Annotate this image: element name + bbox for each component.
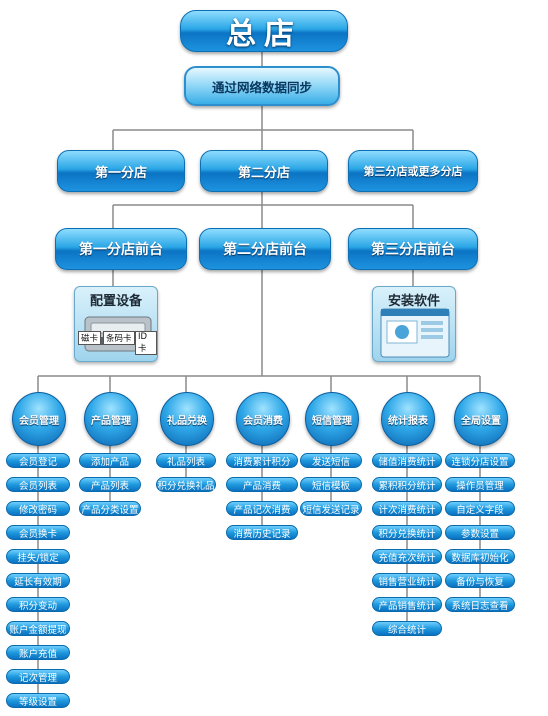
- module-item: 短信发送记录: [300, 501, 362, 516]
- module-item: 数据库初始化: [445, 549, 515, 564]
- branch-3-box: 第三分店或更多分店: [348, 150, 478, 192]
- network-sync-box: 通过网络数据同步: [184, 66, 340, 106]
- module-item: 操作员管理: [445, 477, 515, 492]
- module-item: 消费历史记录: [226, 525, 298, 540]
- front-3-label: 第三分店前台: [371, 242, 455, 258]
- module-circle: 短信管理: [305, 392, 359, 446]
- front-2-box: 第二分店前台: [199, 228, 331, 270]
- module-circle: 统计报表: [381, 392, 435, 446]
- branch-2-box: 第二分店: [200, 150, 328, 192]
- module-item: 积分变动: [6, 597, 70, 612]
- install-software-title: 安装软件: [387, 294, 440, 309]
- module-item: 消费累计积分: [226, 453, 298, 468]
- software-window-icon: [380, 308, 450, 358]
- config-device-title: 配置设备: [89, 294, 142, 309]
- module-circle: 会员管理: [12, 392, 66, 446]
- module-item: 等级设置: [6, 693, 70, 708]
- module-label: 短信管理: [312, 415, 352, 427]
- module-item: 修改密码: [6, 501, 70, 516]
- module-circle: 会员消费: [236, 392, 290, 446]
- module-item: 账户充值: [6, 645, 70, 660]
- module-item: 产品消费: [226, 477, 298, 492]
- front-1-label: 第一分店前台: [79, 242, 163, 258]
- module-item: 参数设置: [445, 525, 515, 540]
- module-label: 统计报表: [388, 415, 428, 427]
- head-office-title: 总店: [226, 17, 302, 52]
- module-item: 计次消费统计: [372, 501, 442, 516]
- module-item: 累积积分统计: [372, 477, 442, 492]
- module-item: 账户金额提现: [6, 621, 70, 636]
- config-device-panel: 配置设备 磁卡 条码卡 ID卡: [74, 286, 158, 362]
- module-item: 积分兑换礼品: [156, 477, 216, 492]
- install-software-panel: 安装软件: [372, 286, 456, 362]
- module-label: 全局设置: [461, 415, 501, 427]
- module-item: 添加产品: [79, 453, 141, 468]
- branch-1-box: 第一分店: [57, 150, 185, 192]
- module-item: 会员换卡: [6, 525, 70, 540]
- module-item: 储值消费统计: [372, 453, 442, 468]
- module-item: 挂失/锁定: [6, 549, 70, 564]
- module-item: 会员登记: [6, 453, 70, 468]
- module-item: 综合统计: [372, 621, 442, 636]
- module-item: 短信模板: [300, 477, 362, 492]
- module-circle: 礼品兑换: [160, 392, 214, 446]
- network-sync-label: 通过网络数据同步: [211, 79, 312, 95]
- module-label: 礼品兑换: [167, 415, 207, 427]
- branch-3-label: 第三分店或更多分店: [363, 165, 463, 178]
- module-item: 充值充次统计: [372, 549, 442, 564]
- module-item: 产品列表: [79, 477, 141, 492]
- module-circle: 全局设置: [454, 392, 508, 446]
- module-item: 积分兑换统计: [372, 525, 442, 540]
- module-item: 连锁分店设置: [445, 453, 515, 468]
- module-item: 系统日志查看: [445, 597, 515, 612]
- module-item: 产品记次消费: [226, 501, 298, 516]
- module-item: 产品分类设置: [79, 501, 141, 516]
- head-office-box: 总店: [180, 10, 348, 52]
- module-item: 备份与恢复: [445, 573, 515, 588]
- module-item: 销售营业统计: [372, 573, 442, 588]
- magnetic-card-tag: 磁卡: [78, 331, 102, 345]
- branch-2-label: 第二分店: [237, 165, 290, 181]
- module-item: 会员列表: [6, 477, 70, 492]
- module-item: 延长有效期: [6, 573, 70, 588]
- module-item: 礼品列表: [156, 453, 216, 468]
- branch-1-label: 第一分店: [94, 165, 147, 181]
- id-card-tag: ID卡: [135, 331, 157, 355]
- module-item: 记次管理: [6, 669, 70, 684]
- front-3-box: 第三分店前台: [348, 228, 478, 270]
- module-item: 发送短信: [300, 453, 362, 468]
- module-item: 产品销售统计: [372, 597, 442, 612]
- barcode-card-tag: 条码卡: [103, 331, 135, 345]
- front-1-box: 第一分店前台: [55, 228, 187, 270]
- module-circle: 产品管理: [84, 392, 138, 446]
- module-item: 自定义字段: [445, 501, 515, 516]
- module-label: 会员消费: [243, 415, 283, 427]
- module-label: 会员管理: [19, 415, 59, 427]
- module-label: 产品管理: [91, 415, 131, 427]
- front-2-label: 第二分店前台: [223, 242, 307, 258]
